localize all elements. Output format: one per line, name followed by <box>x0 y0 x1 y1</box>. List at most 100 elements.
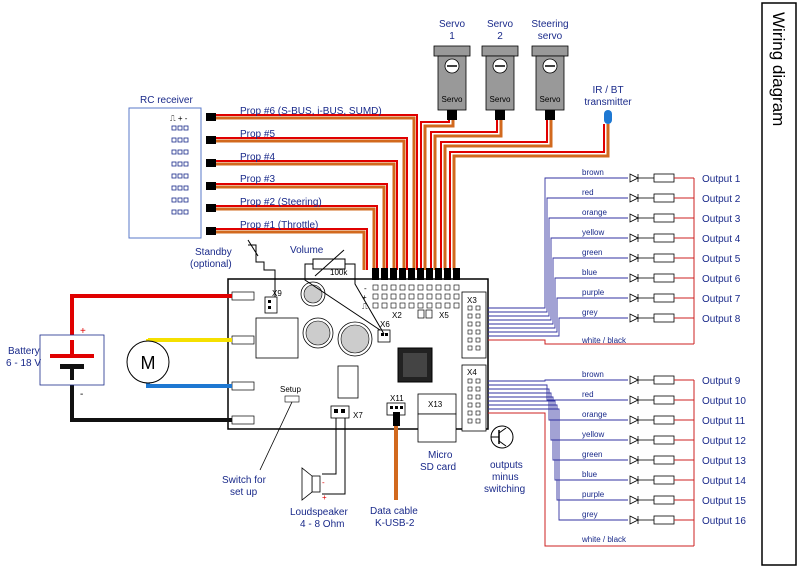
output-label: Output 2 <box>702 194 741 205</box>
wire-color-label: red <box>582 188 594 197</box>
header-pin <box>390 284 397 291</box>
pin-plus-label: + <box>362 293 367 302</box>
header-pin <box>453 302 460 309</box>
resistor-icon <box>653 475 675 485</box>
pot-value: 100k <box>330 268 348 277</box>
battery-plus: + <box>80 326 86 337</box>
x7-label: X7 <box>353 411 363 420</box>
wire-color-label: green <box>582 450 602 459</box>
header-plug <box>426 268 433 280</box>
output-label: Output 4 <box>702 234 741 245</box>
wire-color-label: orange <box>582 208 607 217</box>
receiver-pin <box>177 137 183 143</box>
header-plug <box>408 268 415 280</box>
led-icon <box>629 213 639 223</box>
output-pin <box>467 329 473 335</box>
output-pin <box>475 305 481 311</box>
header-pin <box>399 302 406 309</box>
speaker-icon <box>301 467 313 501</box>
header-pin <box>435 302 442 309</box>
ir-wire-red <box>449 124 605 270</box>
output-wire <box>488 408 628 521</box>
prop-wire-red <box>210 114 418 270</box>
outputs-minus-label-2: minus <box>492 472 519 483</box>
x6-label: X6 <box>380 320 390 329</box>
prop-plug <box>206 204 216 212</box>
switch-label-2: set up <box>230 487 258 498</box>
prop-wire-red <box>210 160 398 270</box>
header-pin <box>435 284 442 291</box>
receiver-pin <box>171 125 177 131</box>
header-pin <box>408 302 415 309</box>
prop-wire-orange <box>210 207 376 270</box>
output-label: Output 15 <box>702 496 746 507</box>
output-wire <box>488 388 628 421</box>
sd-card-slot <box>417 413 457 443</box>
data-cable-label-2: K-USB-2 <box>375 518 415 529</box>
wire-color-label: grey <box>582 308 598 317</box>
standby-label-1: Standby <box>195 247 232 258</box>
receiver-pin <box>183 125 189 131</box>
resistor-icon <box>653 415 675 425</box>
led-icon <box>629 415 639 425</box>
resistor-icon <box>653 495 675 505</box>
steering-servo-label-2: servo <box>538 31 563 42</box>
output-label: Output 13 <box>702 456 746 467</box>
resistor-icon <box>653 213 675 223</box>
resistor-icon <box>653 253 675 263</box>
resistor-icon <box>653 193 675 203</box>
led-icon <box>629 173 639 183</box>
prop-wire-orange <box>210 230 366 270</box>
output-pin <box>467 410 473 416</box>
header-plug <box>435 268 442 280</box>
output-wire <box>488 404 628 501</box>
setup-button[interactable] <box>284 395 300 403</box>
servo-wire-orange <box>433 120 503 270</box>
prop-wire-orange <box>210 185 386 270</box>
wire-color-label: brown <box>582 168 604 177</box>
prop-1-label: Prop #1 (Throttle) <box>240 220 318 231</box>
standby-volume: Standby (optional) Volume 100k <box>190 239 385 335</box>
outputs-minus-label-1: outputs <box>490 460 523 471</box>
power-wiring: + - Battery 6 - 18 V M <box>6 294 232 422</box>
loudspeaker-label-1: Loudspeaker <box>290 507 348 518</box>
output-wire <box>488 237 628 321</box>
prop-wire-orange <box>210 162 396 270</box>
receiver-pin <box>171 161 177 167</box>
output-pin <box>475 313 481 319</box>
output-wire <box>488 217 628 317</box>
outputs-minus-label-3: switching <box>484 484 525 495</box>
header-pin <box>399 284 406 291</box>
header-pin <box>390 293 397 300</box>
resistor-icon <box>653 233 675 243</box>
resistor-icon <box>653 273 675 283</box>
receiver-pin <box>171 197 177 203</box>
sidebar-title: Wiring diagram <box>769 12 788 126</box>
output-wire <box>488 392 628 441</box>
output-pin <box>467 394 473 400</box>
output-pin <box>475 321 481 327</box>
wire-color-label: yellow <box>582 430 604 439</box>
prop-5-label: Prop #5 <box>240 129 275 140</box>
x13-label: X13 <box>428 400 443 409</box>
receiver-pin <box>183 173 189 179</box>
x11-label: X11 <box>390 394 404 403</box>
servo-body-label: Servo <box>490 95 511 104</box>
wire-color-label: red <box>582 390 594 399</box>
output-wire <box>488 396 628 461</box>
output-label: Output 3 <box>702 214 741 225</box>
output-pin <box>475 386 481 392</box>
header-pin <box>453 284 460 291</box>
led-icon <box>629 313 639 323</box>
resistor-icon <box>653 375 675 385</box>
wire-color-label: purple <box>582 490 605 499</box>
common-wire <box>488 339 694 345</box>
output-pin <box>475 402 481 408</box>
prop-plug <box>206 113 216 121</box>
led-icon <box>629 395 639 405</box>
output-label: Output 7 <box>702 294 741 305</box>
header-plug <box>417 268 424 280</box>
prop-wire-red <box>210 137 408 270</box>
header-pin <box>372 293 379 300</box>
